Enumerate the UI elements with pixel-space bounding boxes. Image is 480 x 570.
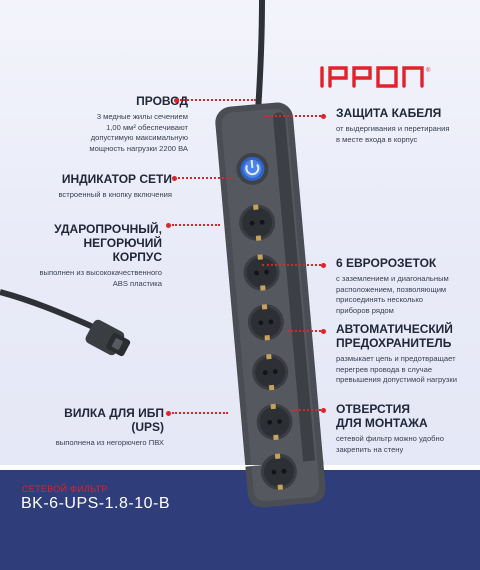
annotation-description: выполнена из негорючего ПВХ (32, 438, 164, 449)
callout-line (172, 412, 228, 414)
annotation-predohranitel: АВТОМАТИЧЕСКИЙ ПРЕДОХРАНИТЕЛЬ размыкает … (336, 322, 474, 386)
annotation-title: УДАРОПРОЧНЫЙ, НЕГОРЮЧИЙ КОРПУС (34, 222, 162, 264)
power-cable-top (255, 0, 265, 113)
footer-banner (0, 470, 480, 570)
title-line: ДЛЯ МОНТАЖА (336, 416, 428, 430)
ippon-logo: ® (320, 66, 431, 88)
callout-line (178, 177, 232, 179)
title-line: ПРЕДОХРАНИТЕЛЬ (336, 336, 452, 350)
desc-line: с заземлением и диагональным (336, 274, 449, 283)
callout-line (180, 99, 256, 101)
desc-line: в месте входа в корпус (336, 134, 418, 144)
desc-line: 3 медные жилы сечением (96, 112, 188, 121)
annotation-title: ПРОВОД (136, 94, 188, 108)
title-line: УДАРОПРОЧНЫЙ, (54, 222, 162, 236)
callout-dot (321, 408, 326, 413)
socket-1 (239, 204, 276, 241)
product-category: СЕТЕВОЙ ФИЛЬТР (22, 484, 108, 494)
desc-line: приборов рядом (336, 305, 394, 315)
annotation-vilka: ВИЛКА ДЛЯ ИБП (UPS) выполнена из негорюч… (32, 406, 164, 449)
desc-line: ABS пластика (112, 278, 162, 288)
power-strip-body (215, 102, 326, 508)
svg-text:®: ® (426, 67, 431, 74)
ups-plug (85, 319, 131, 357)
annotation-title: ЗАЩИТА КАБЕЛЯ (336, 106, 442, 120)
socket-4 (252, 353, 289, 391)
annotation-otverstia: ОТВЕРСТИЯ ДЛЯ МОНТАЖА сетевой фильтр мож… (336, 402, 472, 455)
callout-dot (166, 223, 171, 228)
title-line: ОТВЕРСТИЯ (336, 402, 410, 416)
annotation-zashita: ЗАЩИТА КАБЕЛЯ от выдергивания и перетира… (336, 106, 472, 145)
desc-line: превышения допустимой нагрузки (336, 375, 457, 385)
annotation-korpus: УДАРОПРОЧНЫЙ, НЕГОРЮЧИЙ КОРПУС выполнен … (34, 222, 162, 289)
desc-line: закрепить на стену (336, 444, 404, 454)
callout-line (172, 224, 220, 226)
annotation-title: АВТОМАТИЧЕСКИЙ ПРЕДОХРАНИТЕЛЬ (336, 322, 474, 350)
callout-dot (174, 98, 179, 103)
desc-line: перегрев провода в случае (336, 364, 433, 374)
callout-line (264, 115, 321, 117)
annotation-description: с заземлением и диагональным расположени… (336, 274, 472, 316)
title-line: АВТОМАТИЧЕСКИЙ (336, 322, 453, 336)
annotation-title: 6 ЕВРОРОЗЕТОК (336, 256, 437, 270)
desc-line: 1,00 мм² обеспечивают (106, 122, 188, 132)
annotation-description: выполнен из высококачественного ABS плас… (34, 268, 162, 289)
desc-line: размыкает цепь и предотвращает (336, 354, 456, 363)
callout-dot (166, 411, 171, 416)
socket-3 (247, 304, 284, 341)
desc-line: присоединять несколько (336, 295, 423, 305)
desc-line: выполнена из негорючего ПВХ (55, 438, 164, 447)
power-cable-left (0, 289, 102, 333)
annotation-description: 3 медные жилы сечением 1,00 мм² обеспечи… (60, 112, 188, 154)
annotation-description: сетевой фильтр можно удобно закрепить на… (336, 434, 472, 455)
socket-5 (256, 403, 293, 441)
callout-line (262, 264, 321, 266)
title-line: НЕГОРЮЧИЙ КОРПУС (83, 236, 162, 264)
annotation-description: размыкает цепь и предотвращает перегрев … (336, 354, 474, 386)
callout-dot (321, 114, 326, 119)
annotation-indicator: ИНДИКАТОР СЕТИ встроенный в кнопку включ… (50, 172, 172, 201)
desc-line: встроенный в кнопку включения (58, 190, 172, 199)
annotation-description: встроенный в кнопку включения (50, 190, 172, 201)
annotation-title: ВИЛКА ДЛЯ ИБП (UPS) (64, 406, 164, 434)
callout-line (288, 330, 321, 332)
annotation-provod: ПРОВОД 3 медные жилы сечением 1,00 мм² о… (60, 94, 188, 154)
annotation-rozetki: 6 ЕВРОРОЗЕТОК с заземлением и диагональн… (336, 256, 472, 316)
desc-line: выполнен из высококачественного (39, 268, 162, 277)
callout-line (292, 409, 321, 411)
desc-line: мощность нагрузки 2200 ВА (89, 143, 188, 153)
annotation-description: от выдергивания и перетирания в месте вх… (336, 124, 472, 145)
power-button (236, 152, 269, 185)
desc-line: расположением, позволяющим (336, 284, 447, 294)
desc-line: от выдергивания и перетирания (336, 124, 450, 133)
footer-separator (0, 465, 480, 473)
product-model: BK-6-UPS-1.8-10-B (21, 495, 170, 512)
callout-dot (321, 263, 326, 268)
annotation-title: ОТВЕРСТИЯ ДЛЯ МОНТАЖА (336, 402, 472, 430)
desc-line: сетевой фильтр можно удобно (336, 434, 444, 443)
callout-dot (172, 176, 177, 181)
annotation-title: ИНДИКАТОР СЕТИ (61, 172, 172, 186)
desc-line: допустимую максимальную (90, 133, 188, 143)
callout-dot (321, 329, 326, 334)
